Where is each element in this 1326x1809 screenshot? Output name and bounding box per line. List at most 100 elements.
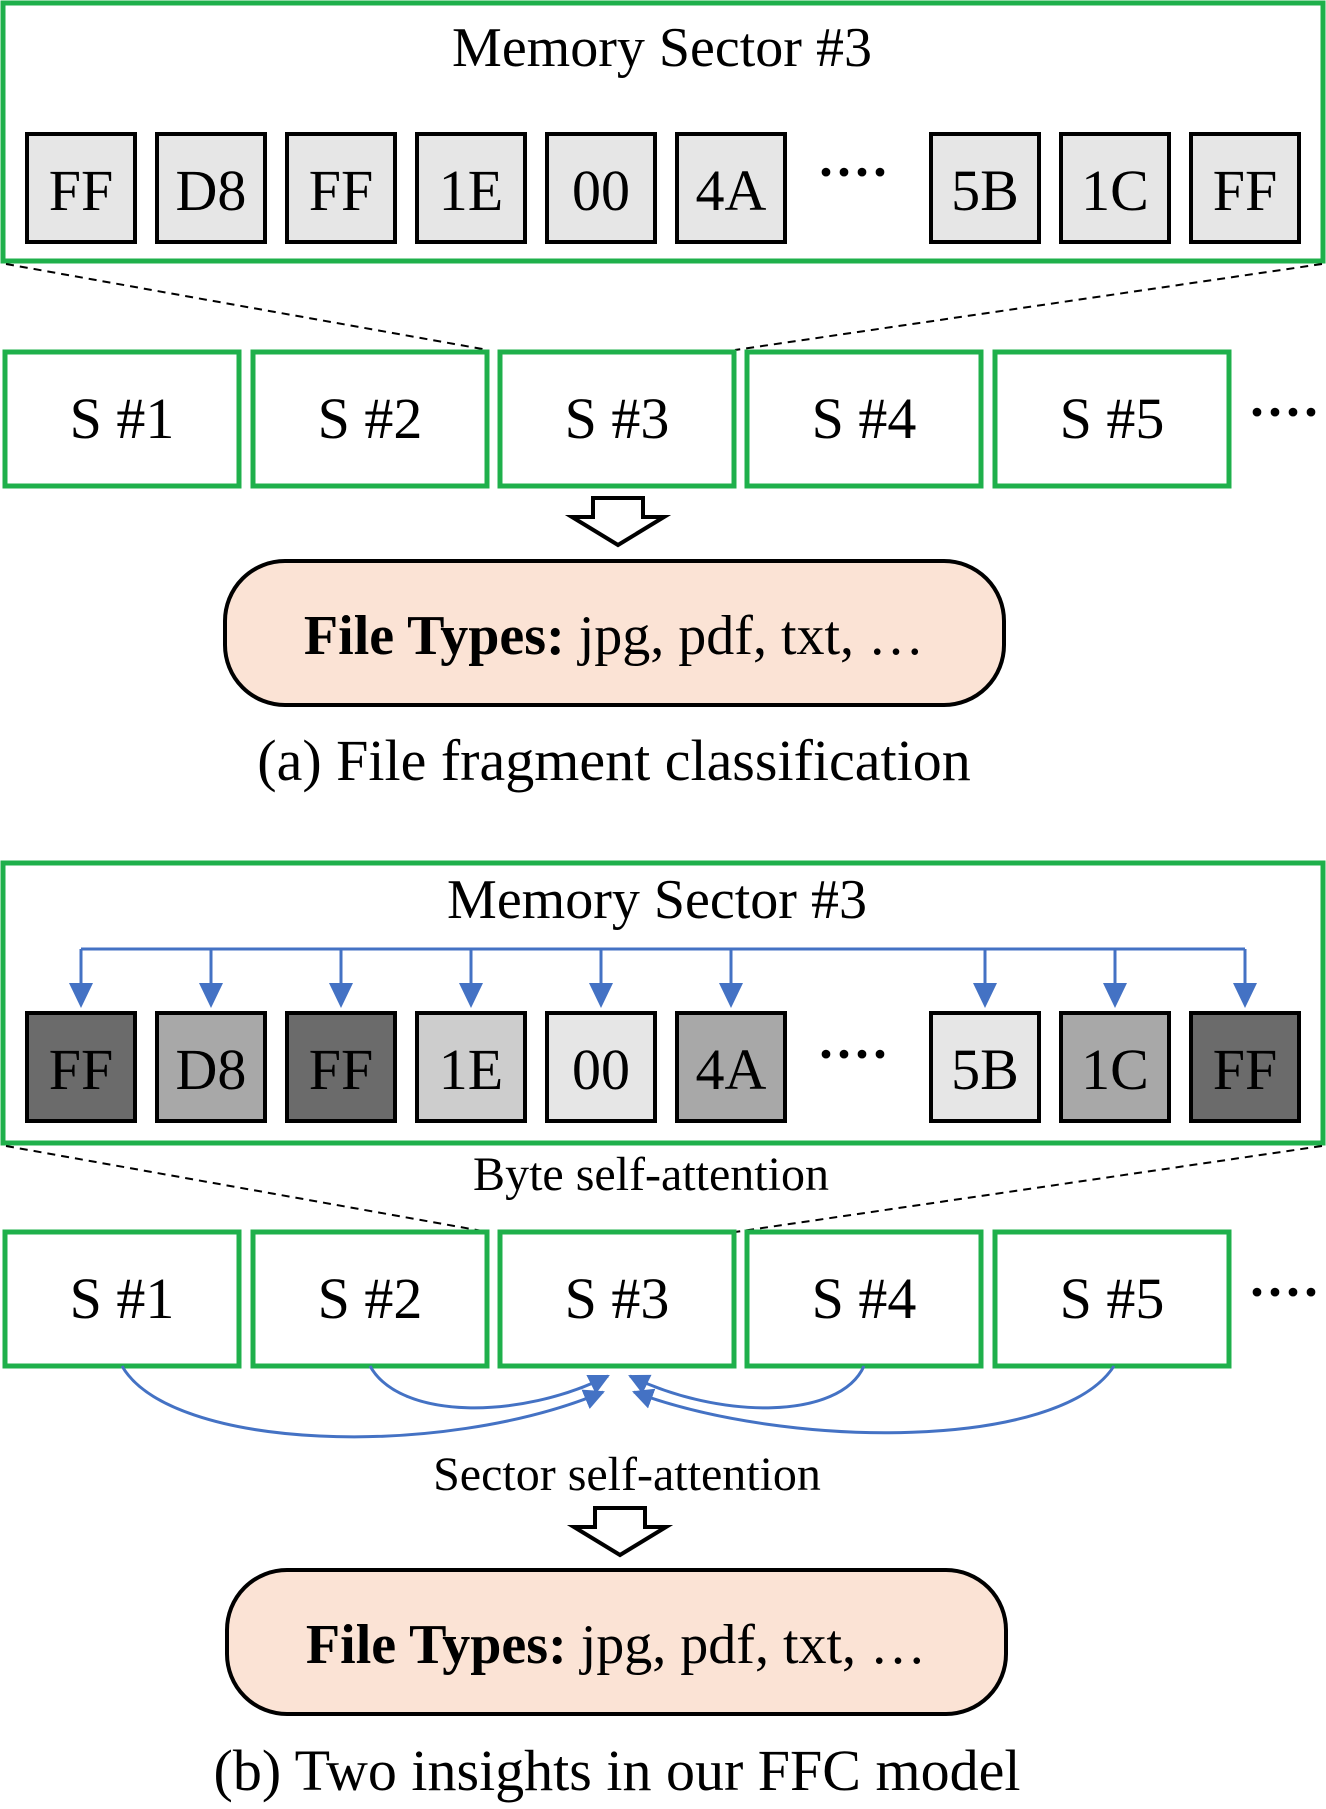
byte-label: 4A <box>696 158 767 223</box>
down-arrow-a <box>564 496 672 548</box>
sector-cell: S #5 <box>992 1229 1232 1369</box>
byte-cell: FF <box>25 132 137 244</box>
sector-box <box>497 349 737 489</box>
sector-attention-arcs <box>120 1365 1116 1439</box>
byte-box <box>285 1011 397 1123</box>
byte-box <box>675 1011 787 1123</box>
byte-cell: 00 <box>545 132 657 244</box>
panel-a: Memory Sector #3 FF D8 FF 1E 00 4A 5B 1C FF ····… <box>0 0 1326 793</box>
sector-cell: S #3 <box>497 349 737 489</box>
sector-label: S #1 <box>70 1266 175 1331</box>
sector-ellipsis-a: ···· <box>1248 382 1320 442</box>
sector-box <box>992 349 1232 489</box>
byte-cell: FF <box>285 132 397 244</box>
byte-label: 00 <box>572 158 630 223</box>
zoom-line-left-b <box>5 1145 489 1233</box>
byte-box <box>545 132 657 244</box>
byte-label: FF <box>49 158 114 223</box>
sector-cell: S #5 <box>992 349 1232 489</box>
sector-label: S #3 <box>565 1266 670 1331</box>
byte-label: 5B <box>951 1037 1019 1102</box>
byte-cell: FF <box>285 1011 397 1123</box>
sector-label: S #2 <box>318 1266 423 1331</box>
file-types-label-a: File Types: <box>304 605 565 667</box>
byte-cell: 00 <box>545 1011 657 1123</box>
byte-label: 1C <box>1081 158 1149 223</box>
file-types-text-b: File Types: jpg, pdf, txt, … <box>306 1614 926 1676</box>
byte-label: 1E <box>439 1037 503 1102</box>
byte-label: FF <box>1213 158 1278 223</box>
byte-cell: D8 <box>155 132 267 244</box>
memory-sector-title-a: Memory Sector #3 <box>452 17 872 79</box>
sector-box <box>497 1229 737 1369</box>
byte-box <box>675 132 787 244</box>
sector-ellipsis-b: ···· <box>1248 1262 1320 1322</box>
byte-attention-arrowhead <box>329 983 353 1008</box>
byte-label: FF <box>1213 1037 1278 1102</box>
caption-b: (b) Two insights in our FFC model <box>214 1738 1021 1803</box>
byte-attention-arrows <box>69 947 1257 1008</box>
file-types-list-a: jpg, pdf, txt, … <box>565 605 924 667</box>
sector-box <box>250 1229 490 1369</box>
byte-attention-arrowhead <box>459 983 483 1008</box>
zoom-line-right-a <box>734 263 1323 351</box>
sector-cell: S #2 <box>250 1229 490 1369</box>
byte-label: 1E <box>439 158 503 223</box>
byte-ellipsis-a: ···· <box>817 142 889 202</box>
byte-cell: 4A <box>675 132 787 244</box>
sector-attention-label: Sector self-attention <box>433 1448 821 1501</box>
sector-arc-s1 <box>120 1365 605 1439</box>
zoom-line-left-a <box>5 263 489 351</box>
byte-box <box>1059 132 1171 244</box>
sector-label: S #1 <box>70 386 175 451</box>
byte-label: 5B <box>951 158 1019 223</box>
sector-label: S #5 <box>1060 1266 1165 1331</box>
byte-attention-arrowhead <box>199 983 223 1008</box>
sector-cell: S #4 <box>744 349 984 489</box>
sector-cell: S #3 <box>497 1229 737 1369</box>
byte-attention-arrowhead <box>1233 983 1257 1008</box>
byte-attention-arrowhead <box>69 983 93 1008</box>
byte-attention-arrowhead <box>1103 983 1127 1008</box>
byte-cell: 5B <box>929 132 1041 244</box>
file-types-label-b: File Types: <box>306 1614 567 1676</box>
sector-arc-s5 <box>632 1365 1116 1435</box>
file-types-list-b: jpg, pdf, txt, … <box>567 1614 926 1676</box>
byte-box <box>1189 132 1301 244</box>
sector-label: S #4 <box>812 386 917 451</box>
sector-cell: S #4 <box>744 1229 984 1369</box>
file-types-box-b <box>225 1568 1008 1716</box>
byte-box <box>1059 1011 1171 1123</box>
sector-box <box>2 1229 242 1369</box>
sector-cell: S #1 <box>2 1229 242 1369</box>
byte-cell: 4A <box>675 1011 787 1123</box>
byte-label: D8 <box>176 1037 247 1102</box>
byte-box <box>545 1011 657 1123</box>
file-types-box-a <box>223 559 1006 707</box>
sector-row-b: S #1 S #2 S #3 S #4 S #5 <box>2 1229 1232 1369</box>
down-arrow-b <box>566 1506 674 1558</box>
byte-box <box>25 132 137 244</box>
sector-label: S #5 <box>1060 386 1165 451</box>
sector-arc-s4 <box>628 1365 866 1410</box>
sector-arc-s2 <box>368 1365 610 1410</box>
byte-label: D8 <box>176 158 247 223</box>
byte-label: FF <box>309 158 374 223</box>
sector-box <box>992 1229 1232 1369</box>
byte-box <box>415 132 527 244</box>
byte-box <box>929 132 1041 244</box>
byte-box <box>25 1011 137 1123</box>
byte-row-a: FF D8 FF 1E 00 4A 5B 1C FF <box>25 132 1301 244</box>
byte-ellipsis-b: ···· <box>817 1024 889 1084</box>
byte-cell: 1E <box>415 132 527 244</box>
memory-sector-title-b: Memory Sector #3 <box>447 869 867 931</box>
byte-attention-arrowhead <box>973 983 997 1008</box>
sector-box <box>250 349 490 489</box>
byte-box <box>929 1011 1041 1123</box>
byte-box <box>155 132 267 244</box>
byte-box <box>285 132 397 244</box>
